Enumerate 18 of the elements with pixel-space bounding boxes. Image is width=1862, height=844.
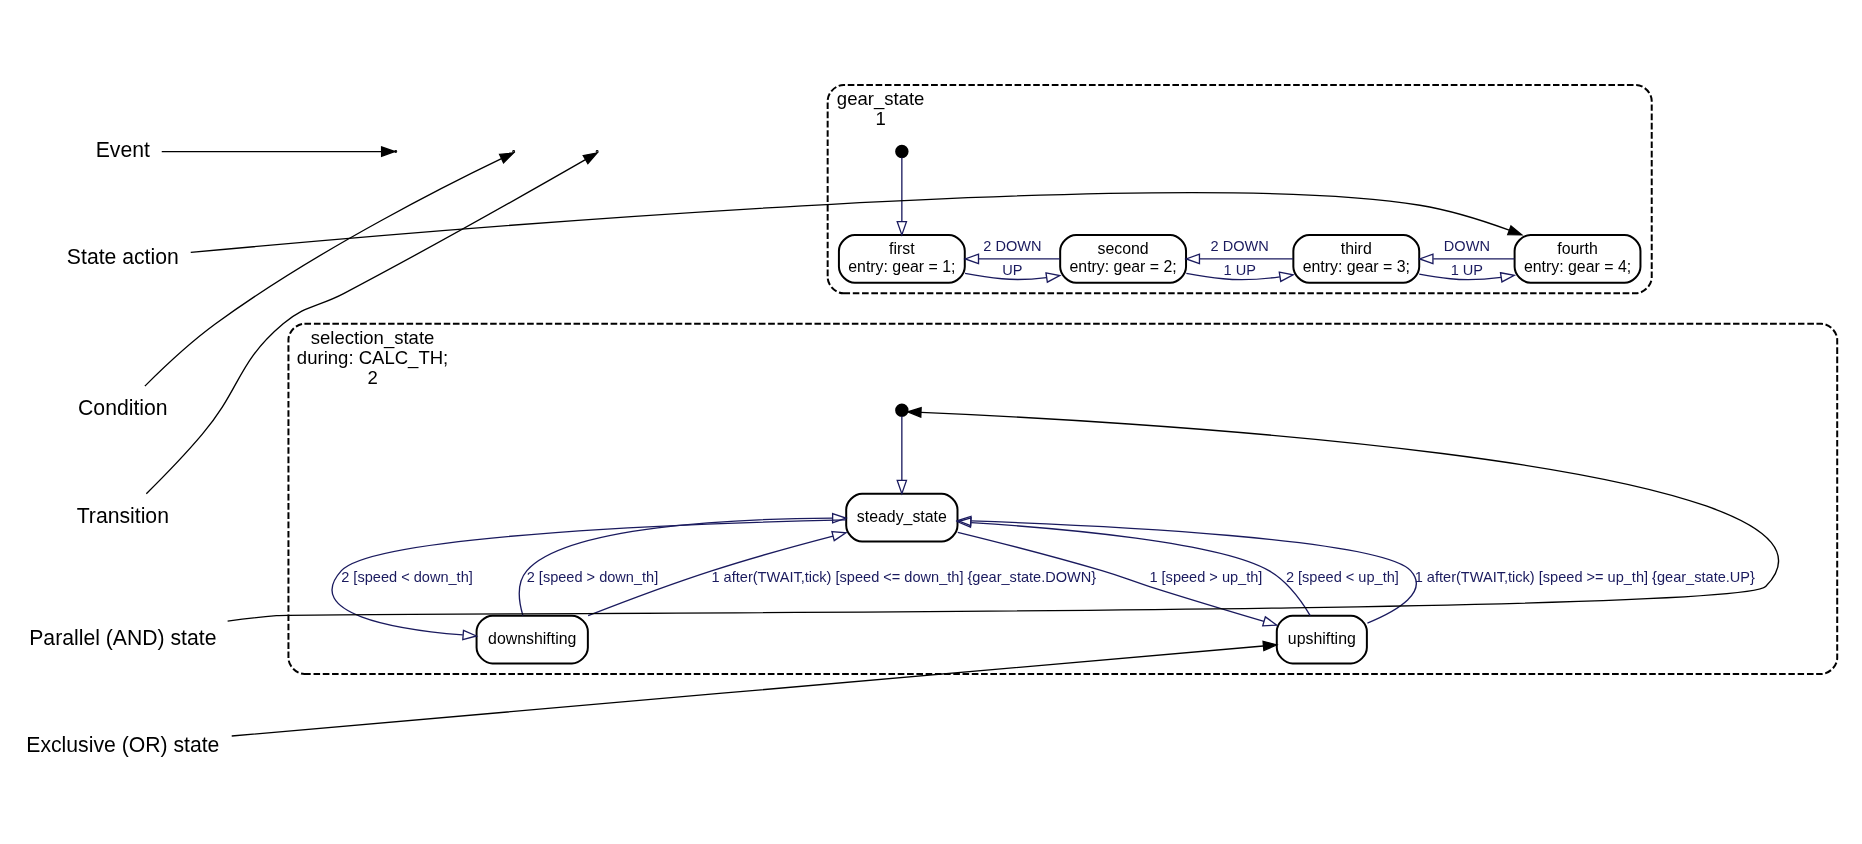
- edge-label: 2 DOWN: [983, 237, 1042, 254]
- node-text: State action: [66, 244, 179, 268]
- edge-label: DOWN: [1443, 237, 1490, 254]
- node-text: Event: [95, 137, 150, 161]
- edge-label: 2 [speed < up_th]: [1285, 568, 1399, 585]
- node-text: Parallel (AND) state: [29, 625, 217, 649]
- node-text: Transition: [76, 503, 169, 527]
- edge-label: UP: [1002, 261, 1023, 278]
- edge-label: 1 UP: [1450, 261, 1484, 278]
- edge-label: 1 [speed > up_th]: [1149, 568, 1263, 585]
- node-text: Exclusive (OR) state: [26, 732, 220, 756]
- edge-label: 2 [speed > down_th]: [526, 568, 659, 585]
- edge-label: 1 after(TWAIT,tick) [speed >= up_th] {gear_state.UP}: [1414, 568, 1755, 585]
- edge-label: 2 DOWN: [1210, 237, 1269, 254]
- edge-label: 1 UP: [1223, 261, 1256, 278]
- edge-label: 2 [speed < down_th]: [341, 568, 473, 585]
- edge-label: 1 after(TWAIT,tick) [speed <= down_th] {gear_state.DOWN}: [711, 568, 1097, 585]
- node-text: Condition: [78, 395, 168, 419]
